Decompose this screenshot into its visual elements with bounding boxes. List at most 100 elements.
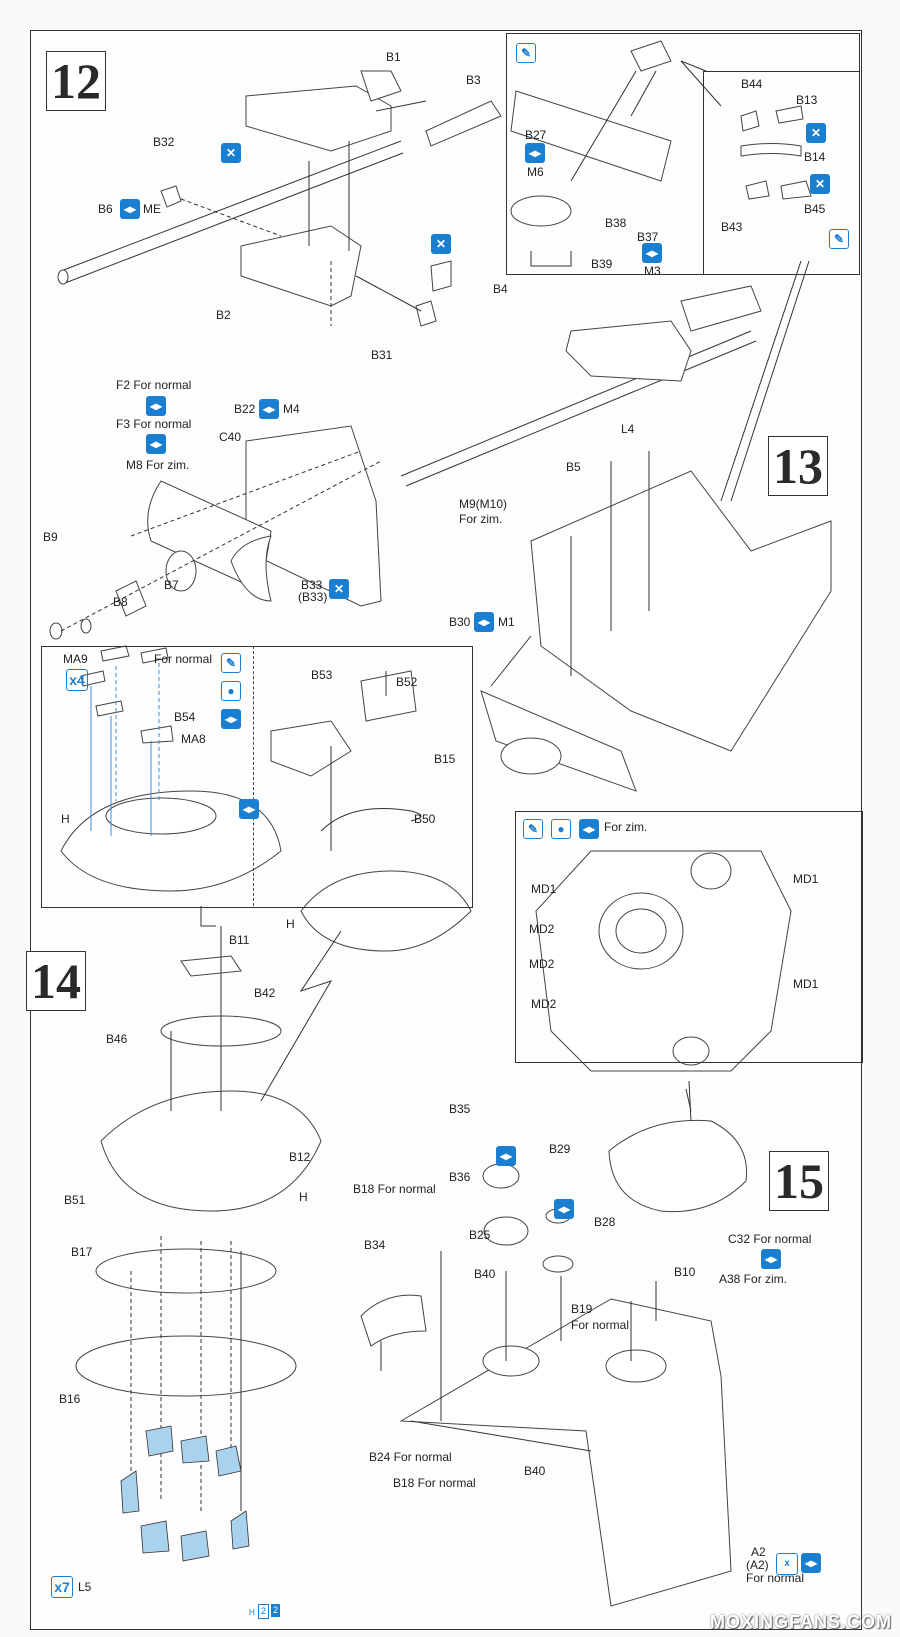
part-label-M4: M4 [283,402,300,416]
part-label-M3: M3 [644,264,661,278]
part-label-B30: B30 [449,615,471,629]
part-label-MD1-right-top: MD1 [793,872,819,886]
part-label-B40-top: B40 [474,1267,496,1281]
inset-divider [253,646,254,906]
part-label-B14: B14 [804,150,826,164]
assembly-drawings [49,40,832,1607]
part-label-MD2-b: MD2 [529,957,555,971]
part-label-M6: M6 [527,165,544,179]
remove-part-icon: ✕ [806,123,826,143]
remove-part-icon: ✕ [431,234,451,254]
part-label-B51: B51 [64,1193,86,1207]
part-label-B33: B33 [301,578,323,592]
choose-option-icon: ◂▸ [474,612,494,632]
paint-icon: ✎ [221,653,241,673]
choose-option-icon: ◂▸ [496,1146,516,1166]
choose-option-icon: ◂▸ [146,396,166,416]
part-label-B36: B36 [449,1170,471,1184]
part-label-MD2-a: MD2 [529,922,555,936]
part-label-F3: F3 For normal [116,417,192,431]
inset-14-drawing [60,645,472,952]
quantity-x7-badge: x7 [51,1576,73,1598]
part-label-MD1-right-bottom: MD1 [793,977,819,991]
step-number-14: 14 [26,951,86,1011]
part-label-H-inset: H [61,812,70,826]
hull-front-drawing [480,260,832,792]
part-label-B16: B16 [59,1392,81,1406]
part-label-B52: B52 [396,675,418,689]
part-label-B33-alt: (B33) [298,590,328,604]
choose-option-icon: ◂▸ [761,1249,781,1269]
part-label-B10: B10 [674,1265,696,1279]
choose-option-icon: ◂▸ [579,819,599,839]
quantity-x4-badge: x4 [66,669,88,691]
step-15-inset [515,811,863,1063]
part-label-B34: B34 [364,1238,386,1252]
remove-part-icon: ✕ [329,579,349,599]
choose-option-icon: ◂▸ [554,1199,574,1219]
part-label-M1: M1 [498,615,515,629]
part-label-B50: B50 [414,812,436,826]
part-label-B9: B9 [43,530,58,544]
L5-parts [120,1425,250,1562]
part-label-B31: B31 [371,348,393,362]
part-label-A38: A38 For zim. [719,1272,788,1286]
paint-icon: ✎ [829,229,849,249]
part-label-B29: B29 [549,1142,571,1156]
part-label-M9-note: For zim. [459,512,503,526]
cupola-drawing [75,906,342,1511]
part-label-M8: M8 For zim. [126,458,190,472]
for-normal-note: For normal [154,652,213,666]
part-label-B3: B3 [466,73,481,87]
choose-option-icon: ◂▸ [239,799,259,819]
step-number-12: 12 [46,51,106,111]
mantlet-drawing [49,285,762,640]
part-label-B27: B27 [525,128,547,142]
part-label-C32: C32 For normal [728,1232,812,1246]
part-label-ME: ME [143,202,161,216]
part-label-B4: B4 [493,282,508,296]
step-13-sub-inset [703,71,860,275]
part-label-B17: B17 [71,1245,93,1259]
part-label-B7: B7 [164,578,179,592]
part-label-B54: B54 [174,710,196,724]
part-label-B39: B39 [591,257,613,271]
gun-barrel-drawing [57,70,502,327]
step-14-inset [41,646,473,908]
step-number-15: 15 [769,1151,829,1211]
choose-option-icon: ◂▸ [120,199,140,219]
part-label-B53: B53 [311,668,333,682]
part-label-MA8: MA8 [181,732,206,746]
part-label-B6: B6 [98,202,113,216]
part-label-B8: B8 [113,595,128,609]
part-label-M9: M9(M10) [459,497,508,511]
part-label-B40-bottom: B40 [524,1464,546,1478]
part-label-B18-bottom: B18 For normal [393,1476,476,1490]
part-label-B12: B12 [289,1150,311,1164]
part-label-B1: B1 [386,50,401,64]
part-label-B46: B46 [106,1032,128,1046]
part-label-B37: B37 [637,230,659,244]
glue-icon: ● [221,681,241,701]
part-label-L5: L5 [78,1580,92,1594]
part-label-H-inset-2: H [286,917,295,931]
sprue-label-H: H [249,1608,255,1617]
inset-13-drawing [510,40,812,267]
part-label-B2: B2 [216,308,231,322]
watermark: MOXINGFANS.COM [709,1612,892,1632]
choose-option-icon: ◂▸ [259,399,279,419]
part-label-B25: B25 [469,1228,491,1242]
part-label-B38: B38 [605,216,627,230]
part-label-C40: C40 [219,430,242,444]
paint-icon: ✎ [516,43,536,63]
inset-15-drawing [535,850,792,1112]
part-label-B19-note: For normal [571,1318,630,1332]
choose-option-icon: ◂▸ [642,243,662,263]
part-label-MA9: MA9 [63,652,88,666]
part-label-A2-alt: (A2) [746,1558,769,1572]
part-label-B11: B11 [229,933,250,947]
sprue-number-2b: 2 [271,1604,281,1617]
part-label-B43: B43 [721,220,743,234]
remove-part-icon: ✕ [221,143,241,163]
quantity-badge: x [776,1553,798,1575]
